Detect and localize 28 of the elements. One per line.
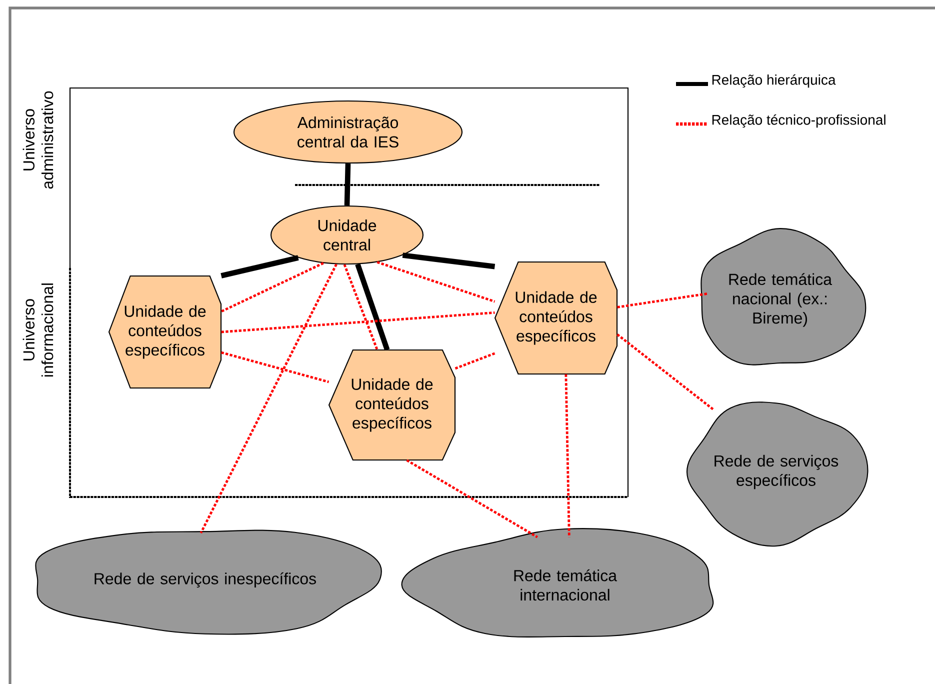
connector-line: [616, 333, 715, 412]
cloud-node: Rede de serviços inespecíficos: [35, 530, 382, 635]
ellipse-node: Unidade central: [270, 205, 424, 265]
connector-line: [406, 459, 538, 538]
axis-label: Universo administrativo: [22, 91, 54, 189]
legend-text: Relação hierárquica: [712, 74, 836, 88]
legend-text: Relação técnico-profissional: [712, 114, 886, 128]
hexagon-node: Unidade de conteúdos específicos: [494, 261, 618, 375]
connector-line: [376, 261, 496, 303]
cloud-node: Rede temática internacional: [401, 528, 714, 638]
connector-line: [220, 255, 299, 278]
connector-line: [402, 252, 496, 270]
connector-line: [200, 264, 338, 534]
connector-line: [564, 374, 570, 538]
cloud-node: Rede temática nacional (ex.: Bireme): [700, 228, 866, 366]
axis-label: Universo informacional: [22, 284, 54, 376]
connector-line: [355, 263, 390, 351]
connector-line: [454, 352, 496, 370]
connector-line: [220, 351, 330, 384]
ellipse-node: Administração central da IES: [233, 100, 463, 164]
connector-line: [220, 262, 324, 313]
connector-line: [221, 311, 495, 334]
connector-line: [344, 163, 351, 206]
connector-line: [343, 264, 378, 350]
hexagon-node: Unidade de conteúdos específicos: [328, 349, 456, 461]
cloud-node: Rede de serviços específicos: [686, 402, 868, 547]
connector-line: [617, 292, 708, 308]
hexagon-node: Unidade de conteúdos específicos: [108, 275, 222, 389]
